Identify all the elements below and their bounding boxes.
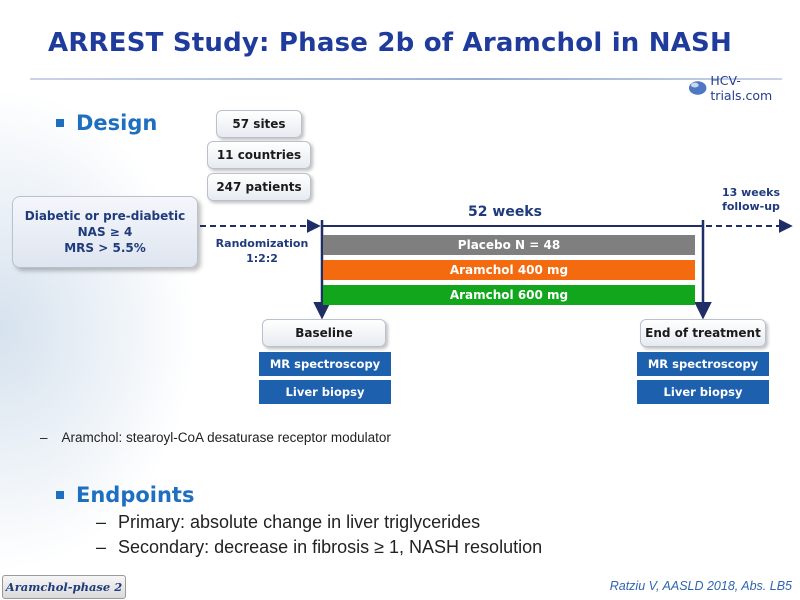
patients-pill: 247 patients (207, 173, 311, 201)
end-of-treatment-assessment: MR spectroscopy (637, 352, 769, 376)
duration-label: 52 weeks (468, 204, 542, 220)
note-text: Aramchol: stearoyl-CoA desaturase recept… (61, 430, 391, 445)
end-of-treatment-assessment: Liver biopsy (637, 380, 769, 404)
followup-label: 13 weeks follow-up (706, 186, 796, 214)
dash-icon: – (40, 430, 48, 445)
slide-tag: Aramchol-phase 2 (2, 575, 126, 599)
criteria-line: MRS > 5.5% (64, 241, 146, 255)
baseline-assessment: MR spectroscopy (259, 352, 391, 376)
design-heading-label: Design (76, 111, 158, 135)
arm-aramchol-400: Aramchol 400 mg (323, 260, 695, 280)
logo-text: HCV-trials.com (710, 73, 773, 103)
endpoints-heading-label: Endpoints (76, 483, 195, 507)
arm-placebo: Placebo N = 48 (323, 235, 695, 255)
hcv-trials-logo: HCV-trials.com (688, 73, 800, 103)
criteria-line: Diabetic or pre-diabetic (24, 209, 186, 223)
baseline-pill: Baseline (262, 319, 386, 347)
citation: Ratziu V, AASLD 2018, Abs. LB5 (609, 579, 792, 593)
arm-aramchol-600: Aramchol 600 mg (323, 285, 695, 305)
endpoint-text: Secondary: decrease in fibrosis ≥ 1, NAS… (118, 537, 543, 557)
randomization-ratio: 1:2:2 (246, 252, 278, 265)
logo-icon (688, 81, 707, 95)
endpoint-secondary: –Secondary: decrease in fibrosis ≥ 1, NA… (96, 537, 542, 558)
inclusion-criteria-box: Diabetic or pre-diabetic NAS ≥ 4 MRS > 5… (12, 196, 198, 268)
sites-pill: 57 sites (216, 110, 302, 138)
title-divider (30, 78, 782, 80)
followup-text: follow-up (722, 200, 780, 213)
endpoint-text: Primary: absolute change in liver trigly… (118, 512, 481, 532)
end-of-treatment-pill: End of treatment (640, 319, 766, 347)
endpoints-heading: Endpoints (56, 483, 194, 507)
dash-icon: – (96, 512, 107, 532)
design-heading: Design (56, 111, 157, 135)
dash-icon: – (96, 537, 107, 557)
followup-weeks: 13 weeks (721, 186, 781, 199)
countries-pill: 11 countries (207, 141, 311, 169)
randomization-text: Randomization (215, 237, 309, 250)
bullet-square-icon (56, 119, 64, 127)
mechanism-note: –Aramchol: stearoyl-CoA desaturase recep… (40, 430, 391, 445)
baseline-assessment: Liver biopsy (259, 380, 391, 404)
bullet-square-icon (56, 491, 64, 499)
randomization-label: Randomization 1:2:2 (210, 236, 314, 266)
endpoint-primary: –Primary: absolute change in liver trigl… (96, 512, 480, 533)
slide-title: ARREST Study: Phase 2b of Aramchol in NA… (48, 28, 732, 58)
criteria-line: NAS ≥ 4 (77, 225, 133, 239)
